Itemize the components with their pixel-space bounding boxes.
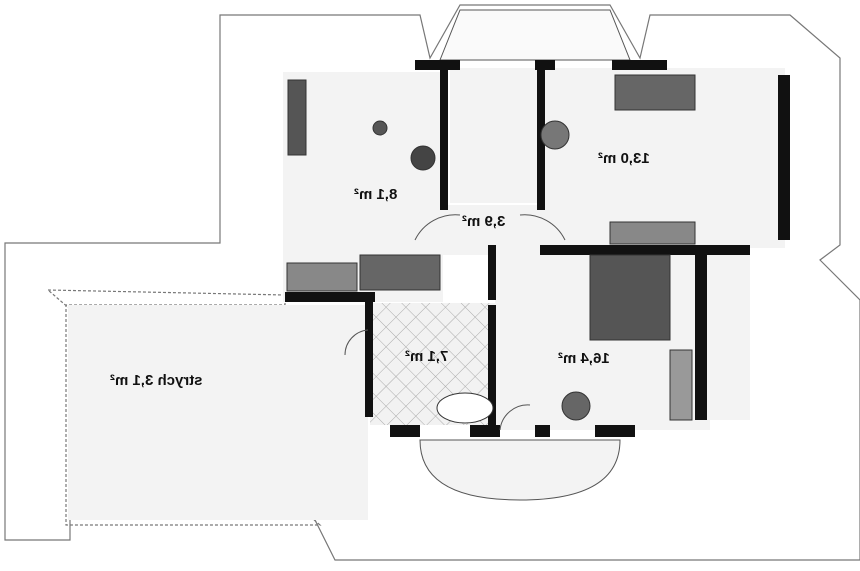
doors bbox=[344, 214, 566, 431]
furniture bbox=[286, 74, 696, 424]
floor-areas bbox=[68, 9, 785, 520]
room-area-label-attic: strych 3,1 m² bbox=[110, 372, 203, 389]
room-area-label-13-0: 13,0 m² bbox=[598, 150, 650, 167]
room-area-label-7-1: 7,1 m² bbox=[405, 348, 449, 365]
walls bbox=[285, 60, 790, 437]
room-area-label-8-1: 8,1 m² bbox=[354, 186, 398, 203]
room-area-label-16-4: 16,4 m² bbox=[558, 350, 610, 367]
room-area-label-3-9: 3,9 m² bbox=[462, 213, 506, 230]
